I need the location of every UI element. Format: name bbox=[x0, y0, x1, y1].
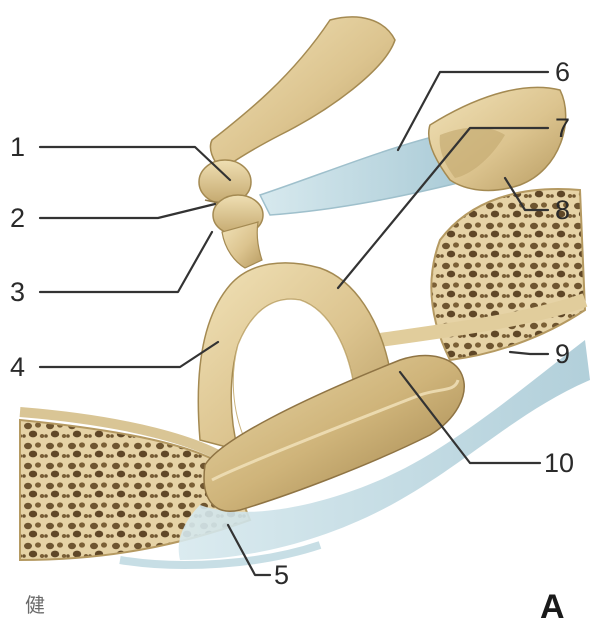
label-3: 3 bbox=[10, 277, 25, 307]
label-9: 9 bbox=[555, 339, 570, 369]
panel-label: A bbox=[540, 588, 565, 626]
label-2: 2 bbox=[10, 203, 25, 233]
label-7: 7 bbox=[555, 113, 570, 143]
label-6: 6 bbox=[555, 57, 570, 87]
watermark-glyph: 健 bbox=[25, 594, 45, 617]
label-4: 4 bbox=[10, 352, 25, 382]
label-5: 5 bbox=[274, 560, 289, 590]
label-10: 10 bbox=[544, 448, 574, 478]
label-8: 8 bbox=[555, 195, 570, 225]
label-1: 1 bbox=[10, 132, 25, 162]
